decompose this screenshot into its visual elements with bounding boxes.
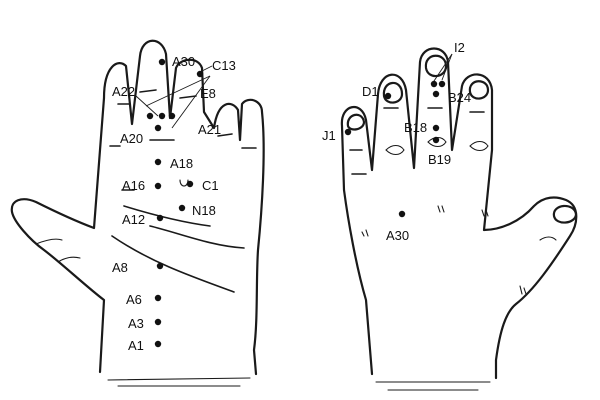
back-knuckle-mark-1 <box>361 229 369 237</box>
back-nail-ring <box>382 81 404 104</box>
back-knuckle-eye-1 <box>385 144 405 156</box>
back-label-b18: B18 <box>404 120 427 135</box>
back-label-j1: J1 <box>322 128 336 143</box>
palm-label-c13: C13 <box>212 58 236 73</box>
palm-label-a18: A18 <box>170 156 193 171</box>
back-label-d1: D1 <box>362 84 379 99</box>
back-label-b19: B19 <box>428 152 451 167</box>
back-nail-middle <box>424 54 448 78</box>
back-point-i2-2 <box>438 80 446 88</box>
palm-label-a20: A20 <box>120 131 143 146</box>
back-point-b24 <box>432 90 440 98</box>
back-thumb-mark <box>519 285 527 295</box>
palm-hand-outline <box>10 39 265 376</box>
palm-point-n18 <box>178 204 186 212</box>
back-knuckle-eye-3 <box>469 140 489 152</box>
palm-point-e8-1 <box>146 112 154 120</box>
back-knuckle-mark-3 <box>481 209 489 217</box>
palm-label-a3: A3 <box>128 316 144 331</box>
back-nail-little <box>346 113 366 131</box>
palm-label-a12: A12 <box>122 212 145 227</box>
back-point-b18 <box>432 124 440 132</box>
palm-point-e8-3 <box>168 112 176 120</box>
back-thumb-crease <box>539 236 557 241</box>
palm-point-a18 <box>154 158 162 166</box>
palm-label-e8: E8 <box>200 86 216 101</box>
back-hand-drawing: I2 D1 B24 J1 B18 B19 A30 <box>322 40 578 391</box>
back-label-a30: A30 <box>386 228 409 243</box>
palm-point-a3 <box>154 318 162 326</box>
palm-label-a16: A16 <box>122 178 145 193</box>
palm-life-line <box>111 235 235 293</box>
palm-hand-drawing: A30 C13 A22 E8 A20 A21 A18 A16 C1 N18 A1… <box>10 39 265 387</box>
palm-point-a1 <box>154 340 162 348</box>
back-knuckle-mark-2 <box>437 205 445 213</box>
palm-mark-u <box>179 179 189 187</box>
a22-leader-line <box>135 95 159 117</box>
back-point-b19 <box>432 136 440 144</box>
palm-thumb-crease-2 <box>57 256 81 263</box>
palm-label-a22: A22 <box>112 84 135 99</box>
back-point-j1 <box>344 128 352 136</box>
palm-label-a8: A8 <box>112 260 128 275</box>
palm-label-c1: C1 <box>202 178 219 193</box>
palm-head-line <box>149 225 245 249</box>
palm-point-a20 <box>154 124 162 132</box>
palm-finger-crease-6 <box>217 133 233 137</box>
palm-heart-line <box>123 205 211 227</box>
e8-leader-line-1 <box>145 75 211 107</box>
palm-point-c1 <box>186 180 194 188</box>
back-label-b24: B24 <box>448 90 471 105</box>
back-point-a30 <box>398 210 406 218</box>
palm-point-a12 <box>156 214 164 222</box>
back-point-i2-1 <box>430 80 438 88</box>
i2-leader-line-1 <box>431 53 453 85</box>
palm-label-a30: A30 <box>172 54 195 69</box>
palm-finger-crease-2 <box>139 89 157 93</box>
back-nail-thumb <box>552 204 578 224</box>
back-hand-outline <box>340 47 578 380</box>
palm-point-a8 <box>156 262 164 270</box>
palm-label-a21: A21 <box>198 122 221 137</box>
palm-point-e8-2 <box>158 112 166 120</box>
palm-label-a1: A1 <box>128 338 144 353</box>
i2-leader-line-2 <box>441 53 453 81</box>
palm-finger-crease-3 <box>179 95 197 99</box>
palm-point-a16 <box>154 182 162 190</box>
palm-wrist-line <box>107 377 251 381</box>
palm-point-c13 <box>196 70 204 78</box>
palm-thumb-crease <box>35 238 63 245</box>
e8-leader-line-2 <box>171 75 211 129</box>
back-label-i2: I2 <box>454 40 465 55</box>
palm-point-a30 <box>158 58 166 66</box>
palm-label-n18: N18 <box>192 203 216 218</box>
back-point-d1 <box>384 92 392 100</box>
palm-label-a6: A6 <box>126 292 142 307</box>
back-nail-index <box>468 80 490 100</box>
palm-point-a6 <box>154 294 162 302</box>
c13-leader-line <box>199 65 213 73</box>
